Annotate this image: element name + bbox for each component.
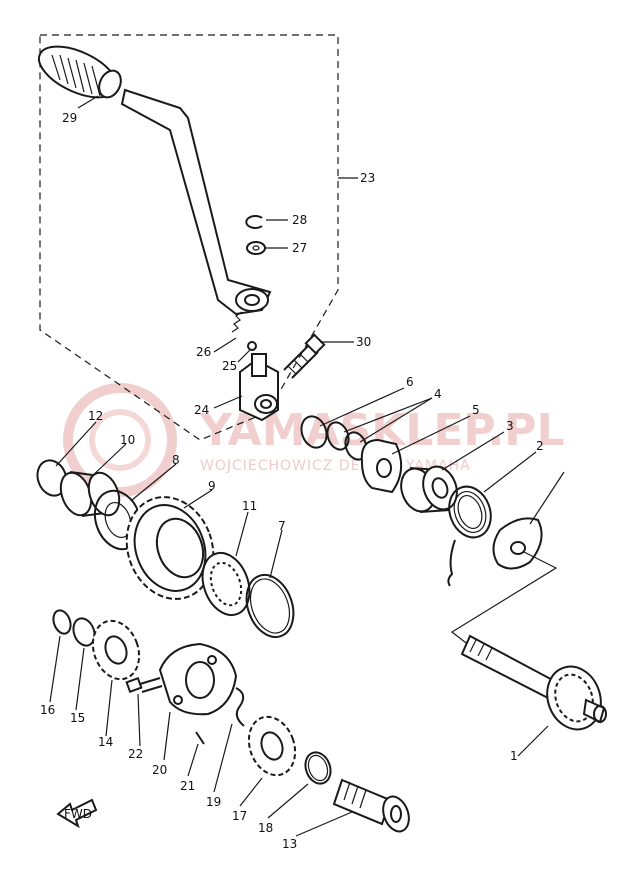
callout-27: 27 [292, 241, 307, 255]
circlip-4b [344, 431, 368, 461]
ball-25 [247, 341, 257, 351]
spring-19 [235, 687, 245, 727]
washer-27 [246, 241, 266, 255]
ratchet-guide-20 [158, 642, 238, 716]
callout-6: 6 [406, 375, 414, 389]
bushing-3 [400, 465, 458, 513]
washer-7 [245, 574, 295, 638]
washer-6 [300, 415, 328, 449]
callout-8: 8 [172, 453, 180, 467]
callout-5: 5 [472, 403, 480, 417]
callout-24: 24 [194, 403, 209, 417]
callout-21: 21 [180, 779, 195, 793]
watermark-sub-text: WOJCIECHOWICZ DEALER YAMAHA [200, 458, 471, 474]
callout-18: 18 [258, 821, 273, 835]
callout-22: 22 [128, 747, 143, 761]
callout-13: 13 [282, 837, 297, 851]
assembly-boundary-23 [39, 34, 339, 441]
callout-28: 28 [292, 213, 307, 227]
callout-9: 9 [208, 479, 216, 493]
bolt-30 [283, 333, 326, 379]
callout-1: 1 [510, 749, 518, 763]
callout-12: 12 [88, 409, 103, 423]
plate-5 [360, 438, 403, 494]
pin-21 [195, 731, 205, 745]
kick-shaft-1 [460, 634, 607, 731]
kick-gear-9 [125, 496, 215, 600]
callout-10: 10 [120, 433, 135, 447]
idler-gear-14 [91, 619, 141, 681]
callout-15: 15 [70, 711, 85, 725]
clip-28 [245, 215, 263, 229]
callout-17: 17 [232, 809, 247, 823]
callout-16: 16 [40, 703, 55, 717]
callout-4: 4 [434, 387, 442, 401]
callout-leaders [49, 95, 565, 837]
callout-26: 26 [196, 345, 211, 359]
callout-11: 11 [242, 499, 257, 513]
callout-2: 2 [536, 439, 544, 453]
bolt-22 [125, 676, 163, 694]
callout-19: 19 [206, 795, 221, 809]
ratchet-wheel-17 [247, 715, 297, 777]
circlip-16 [52, 609, 72, 635]
callout-14: 14 [98, 735, 113, 749]
forward-arrow: FWD [56, 798, 98, 829]
kick-axle-13 [332, 778, 410, 833]
torsion-spring-2 [447, 485, 492, 587]
callout-25: 25 [222, 359, 237, 373]
callout-23: 23 [360, 171, 375, 185]
circlip-4a [326, 421, 350, 451]
callout-30: 30 [356, 335, 371, 349]
callout-labels: 1 2 3 4 5 6 7 8 9 10 11 12 13 14 15 16 1… [40, 111, 544, 851]
callout-20: 20 [152, 763, 167, 777]
circlip-12 [36, 459, 68, 497]
kick-lever [38, 45, 272, 316]
spring-18 [304, 751, 332, 785]
leader-stopper-shaft [450, 551, 558, 647]
callout-3: 3 [506, 419, 514, 433]
bearing-11 [201, 552, 251, 616]
kick-boss-24 [239, 353, 279, 422]
stopper-plate-8 [492, 517, 543, 570]
bushing-10 [59, 471, 121, 517]
forward-label: FWD [64, 807, 92, 821]
spring-26 [231, 311, 243, 333]
washer-15 [72, 617, 96, 647]
callout-7: 7 [278, 519, 286, 533]
callout-29: 29 [62, 111, 77, 125]
